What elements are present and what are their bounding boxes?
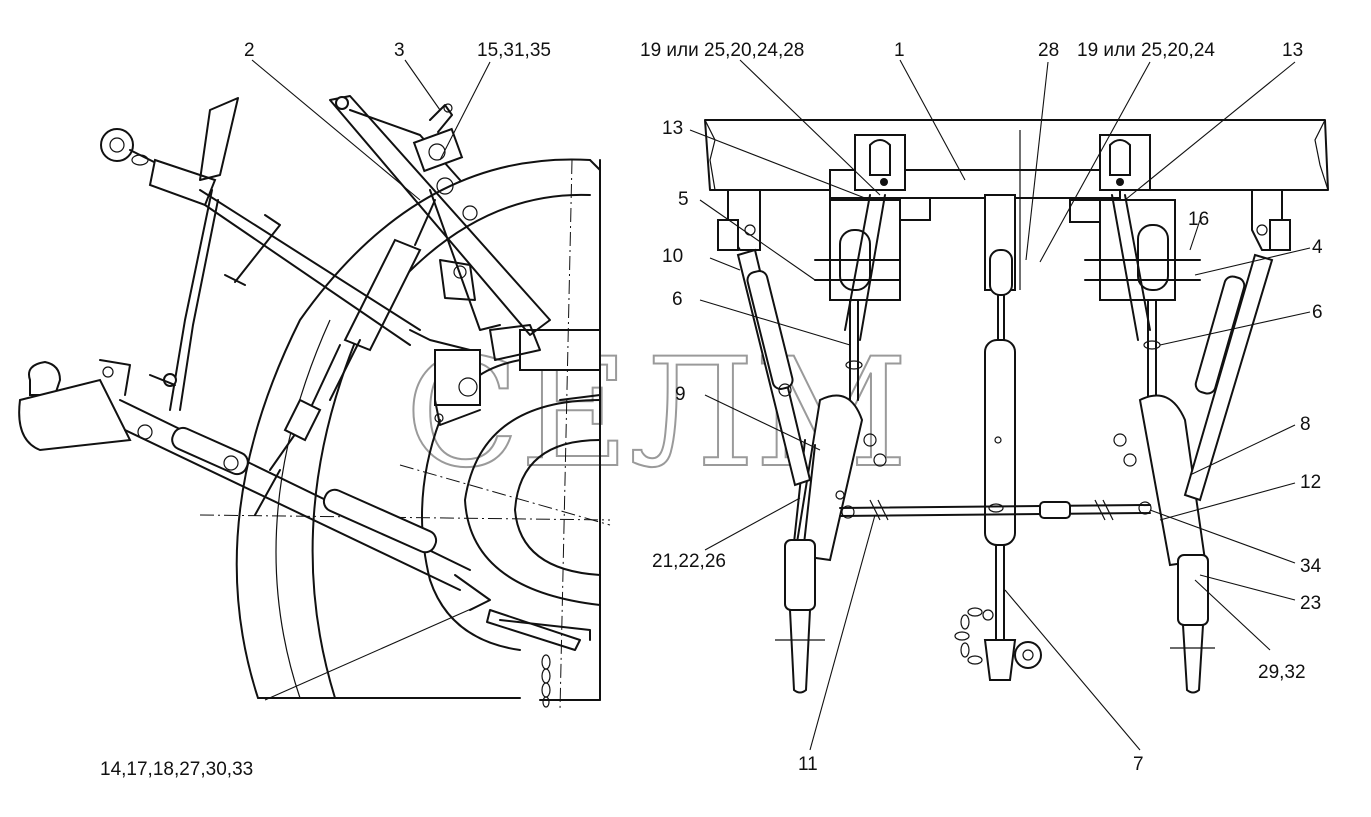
center-chain xyxy=(954,607,994,665)
left-bracket xyxy=(717,134,931,301)
callout-7: 7 xyxy=(1133,754,1144,775)
callout-19-25-20-24: 19 или 25,20,24 xyxy=(1077,40,1215,61)
callout-21-22-26: 21,22,26 xyxy=(652,551,726,572)
callout-1: 1 xyxy=(894,40,905,61)
callout-13-right: 13 xyxy=(1282,40,1303,61)
axle-centerline xyxy=(199,514,611,521)
callout-29-32: 29,32 xyxy=(1258,662,1306,683)
callout-4: 4 xyxy=(1312,237,1323,258)
callout-23: 23 xyxy=(1300,593,1321,614)
center-link xyxy=(983,194,1042,681)
callout-34: 34 xyxy=(1300,556,1322,577)
callout-9: 9 xyxy=(675,384,686,405)
callout-28: 28 xyxy=(1038,40,1059,61)
callout-6-left: 6 xyxy=(672,289,683,310)
upper-link xyxy=(329,95,551,336)
callout-15-31-35: 15,31,35 xyxy=(477,40,551,61)
frame-beam xyxy=(704,119,1329,290)
leader-lines xyxy=(251,59,1311,751)
hub-bracket xyxy=(434,349,481,426)
callout-13-left: 13 xyxy=(662,118,683,139)
stabilizer-bar xyxy=(839,499,1152,521)
callout-19-25-20-24-28: 19 или 25,20,24,28 xyxy=(640,40,804,61)
axle-housing xyxy=(421,324,601,651)
lower-link-arm xyxy=(18,359,491,611)
callout-labels: 2 3 15,31,35 14,17,18,27,30,33 19 или 25… xyxy=(100,40,1323,780)
turnbuckle-brace xyxy=(254,199,436,516)
chain xyxy=(541,654,551,708)
callout-3: 3 xyxy=(394,40,405,61)
callout-10: 10 xyxy=(662,246,683,267)
side-view xyxy=(18,95,611,711)
check-strap xyxy=(149,97,239,411)
vertical-centerline xyxy=(559,159,573,711)
callout-8: 8 xyxy=(1300,414,1311,435)
top-link-arm xyxy=(100,128,471,351)
right-lower-link xyxy=(1113,299,1215,694)
callout-16: 16 xyxy=(1188,209,1209,230)
right-bracket xyxy=(1069,134,1291,301)
callout-6-right: 6 xyxy=(1312,302,1323,323)
callout-2: 2 xyxy=(244,40,255,61)
left-lift-rod xyxy=(736,194,886,487)
rear-view xyxy=(704,119,1329,694)
callout-12: 12 xyxy=(1300,472,1321,493)
callout-5: 5 xyxy=(678,189,689,210)
callout-11: 11 xyxy=(798,754,818,775)
right-lift-rod xyxy=(1111,194,1274,502)
callout-14-17-18-27-30-33: 14,17,18,27,30,33 xyxy=(100,759,253,780)
